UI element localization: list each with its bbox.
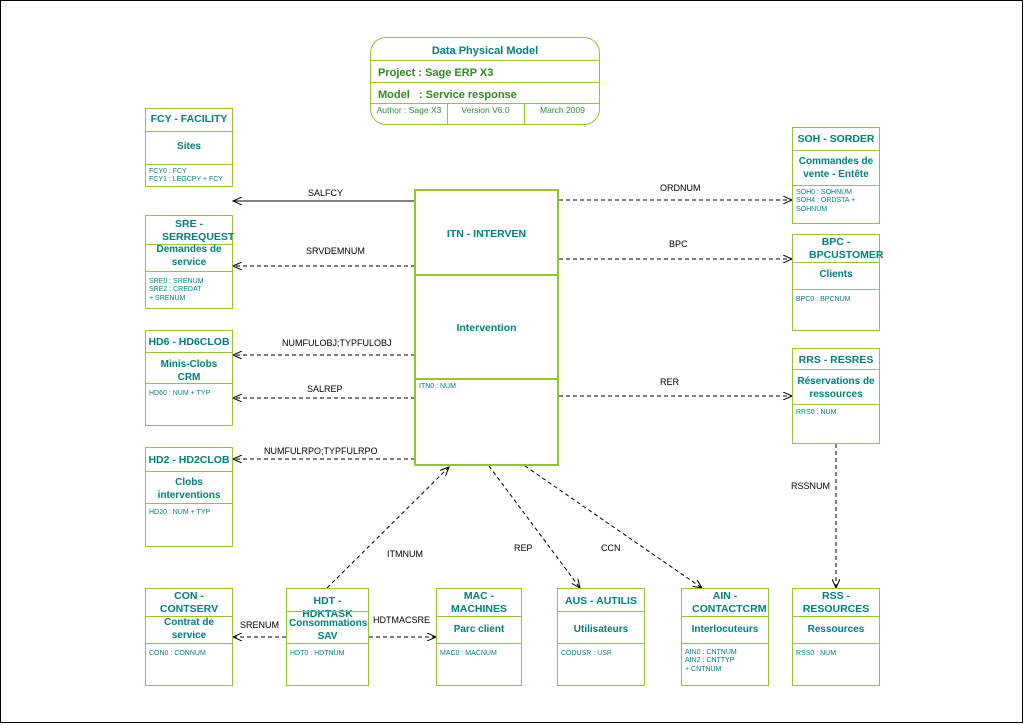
entity-itn[interactable]: ITN - INTERVEN Intervention ITN0 : NUM <box>414 189 559 466</box>
entity-key: HDT0 : HDTNUM <box>290 650 345 657</box>
entity-key: SRE0 : SRENUM <box>149 278 204 285</box>
entity-key: FCY1 : LEGCPY + FCY <box>149 176 223 183</box>
entity-key: AIN0 : CNTNUM <box>685 649 737 656</box>
entity-sre[interactable]: SRE - SERREQUEST Demandes de service SRE… <box>145 215 235 309</box>
entity-name: FCY - FACILITY <box>150 113 228 125</box>
link-label-salfcy: SALFCY <box>308 188 344 198</box>
link-ccn-line <box>524 465 702 588</box>
entity-rss[interactable]: RSS - RESOURCES Ressources RSS0 : NUM <box>792 588 880 686</box>
entity-itn-description: Intervention <box>456 322 517 334</box>
entity-name: RSS - RESOURCES <box>802 590 870 615</box>
entity-description: Interlocuteurs <box>691 624 759 635</box>
link-label-bpc: BPC <box>669 239 688 249</box>
model-label: Model : Service response <box>378 89 517 101</box>
entity-soh[interactable]: SOH - SORDER Commandes de vente - Entête… <box>792 127 880 224</box>
entity-ain[interactable]: AIN - CONTACTCRM Interlocuteurs AIN0 : C… <box>681 588 769 686</box>
entity-key: BPC0 : BPCNUM <box>796 296 851 303</box>
link-label-hdtmacsre: HDTMACSRE <box>373 615 431 625</box>
date-label: March 2009 <box>540 105 585 115</box>
entity-description: Réservations de ressources <box>797 376 875 400</box>
entity-description: Clobs interventions <box>157 477 221 501</box>
entity-description: Minis-Clobs CRM <box>160 359 218 383</box>
version-label: Version V6.0 <box>461 105 510 115</box>
entity-aus[interactable]: AUS - AUTILIS Utilisateurs CODUSR : USR <box>557 588 645 686</box>
link-label-srvdemnum: SRVDEMNUM <box>306 246 365 256</box>
entity-name: CON - CONTSERV <box>159 590 219 615</box>
link-label-ccn: CCN <box>601 543 621 553</box>
entity-description: Utilisateurs <box>573 624 629 635</box>
entity-name: BPC - BPCUSTOMER <box>809 236 884 261</box>
entity-key: CON0 : CONNUM <box>149 650 206 657</box>
entity-name: AUS - AUTILIS <box>565 595 637 607</box>
title-block: Data Physical Model Project : Sage ERP X… <box>370 37 600 125</box>
link-label-itmnum: ITMNUM <box>387 549 423 559</box>
entity-description: Consommations SAV <box>289 618 368 642</box>
entity-hd6[interactable]: HD6 - HD6CLOB Minis-Clobs CRM HD60 : NUM… <box>145 330 233 426</box>
entity-key: SRE2 : CREDAT + SRENUM <box>149 286 202 302</box>
entity-key: RRS0 : NUM <box>796 409 837 416</box>
link-label-srenum: SRENUM <box>240 620 280 630</box>
entity-description: Sites <box>177 141 201 152</box>
entity-key: RSS0 : NUM <box>796 650 837 657</box>
link-label-salrep: SALREP <box>307 384 343 394</box>
link-label-rssnum: RSSNUM <box>791 481 831 491</box>
entity-description: Clients <box>819 269 853 280</box>
entity-name: MAC - MACHINES <box>450 590 507 615</box>
entity-key: SOH0 : SOHNUM <box>796 189 853 196</box>
entity-rrs[interactable]: RRS - RESRES Réservations de ressources … <box>792 348 880 444</box>
entity-hd2[interactable]: HD2 - HD2CLOB Clobs interventions HD20 :… <box>145 447 233 547</box>
entity-key: FCY0 : FCY <box>149 168 187 175</box>
entity-key: SOH4 : ORDSTA + SOHNUM <box>796 197 856 213</box>
entity-itn-key: ITN0 : NUM <box>419 383 456 390</box>
entity-key: CODUSR : USR <box>561 650 612 657</box>
entity-fcy[interactable]: FCY - FACILITY Sites FCY0 : FCY FCY1 : L… <box>145 108 233 187</box>
link-label-rer: RER <box>660 377 680 387</box>
entity-con[interactable]: CON - CONTSERV Contrat de service CON0 :… <box>145 588 233 686</box>
entity-description: Demandes de service <box>156 244 222 268</box>
entity-name: RRS - RESRES <box>798 354 874 366</box>
project-label: Project : Sage ERP X3 <box>378 67 494 79</box>
entity-description: Ressources <box>807 624 865 635</box>
entity-name: SRE - SERREQUEST <box>162 218 235 243</box>
entity-hdt[interactable]: HDT - HDKTASK Consommations SAV HDT0 : H… <box>286 588 369 686</box>
entity-mac[interactable]: MAC - MACHINES Parc client MAC0 : MACNUM <box>436 588 522 686</box>
link-rep-line <box>488 465 580 588</box>
entity-bpc[interactable]: BPC - BPCUSTOMER Clients BPC0 : BPCNUM <box>792 234 884 331</box>
author-label: Author : Sage X3 <box>376 105 442 115</box>
link-itmnum-line <box>326 467 449 589</box>
link-label-numfulrpo: NUMFULRPO;TYPFULRPO <box>264 446 378 456</box>
entity-name: HD6 - HD6CLOB <box>148 336 230 348</box>
entity-name: HD2 - HD2CLOB <box>148 454 230 466</box>
entity-name: AIN - CONTACTCRM <box>692 590 767 615</box>
entity-description: Contrat de service <box>164 617 214 641</box>
entity-key: MAC0 : MACNUM <box>440 650 497 657</box>
entity-key: HD20 : NUM + TYP <box>149 509 211 516</box>
diagram-title: Data Physical Model <box>431 45 539 57</box>
entity-key: HD60 : NUM + TYP <box>149 390 211 397</box>
entity-description: Parc client <box>453 624 505 635</box>
entity-name: SOH - SORDER <box>797 133 875 145</box>
entity-key: AIN2 : CNTTYP + CNTNUM <box>685 657 735 673</box>
link-label-ordnum: ORDNUM <box>660 183 701 193</box>
entity-itn-name: ITN - INTERVEN <box>446 228 527 240</box>
link-label-numfulobj: NUMFULOBJ;TYPFULOBJ <box>282 338 392 348</box>
link-label-rep: REP <box>514 543 533 553</box>
entity-description: Commandes de vente - Entête <box>798 156 874 180</box>
